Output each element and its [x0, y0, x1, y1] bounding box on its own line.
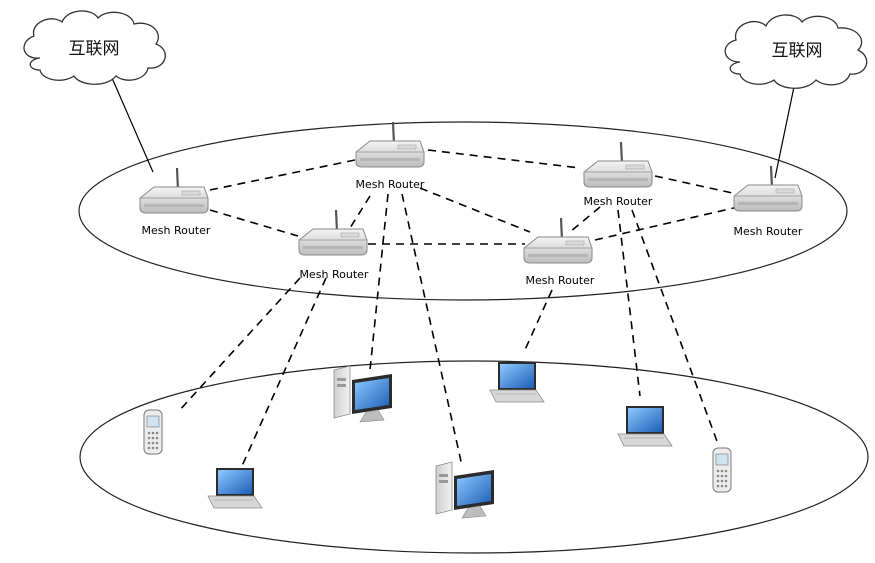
- wireless-router-icon: [582, 140, 654, 189]
- cloud-link-right: [774, 81, 796, 179]
- wireless-router-icon: [297, 208, 369, 257]
- desktop-computer-icon: [333, 365, 393, 423]
- client-link: [617, 209, 641, 397]
- router-layer-ellipse: [78, 121, 848, 301]
- client-phone-right: [712, 447, 732, 493]
- laptop-icon: [617, 405, 673, 447]
- cloud-right: 互联网: [724, 14, 868, 89]
- router-label: Mesh Router: [526, 274, 595, 287]
- cloud-left: 互联网: [23, 10, 166, 85]
- router-label: Mesh Router: [356, 178, 425, 191]
- client-layer-ellipse: [79, 360, 869, 554]
- mesh-link: [419, 187, 531, 233]
- router-label: Mesh Router: [584, 195, 653, 208]
- client-desktop-bottom-center: [435, 461, 495, 519]
- mesh-link: [569, 206, 601, 233]
- mesh-link: [209, 159, 356, 191]
- mesh-router-4: Mesh Router: [732, 164, 804, 238]
- cloud-icon: [23, 10, 166, 85]
- cloud-right-label: 互联网: [772, 41, 823, 61]
- mobile-phone-icon: [143, 409, 163, 455]
- wireless-router-icon: [138, 166, 210, 215]
- router-label: Mesh Router: [734, 225, 803, 238]
- laptop-icon: [207, 467, 263, 509]
- desktop-computer-icon: [435, 461, 495, 519]
- mesh-router-2: Mesh Router: [354, 120, 426, 191]
- client-links: [177, 193, 719, 467]
- wireless-router-icon: [522, 216, 594, 265]
- router-label: Mesh Router: [142, 224, 211, 237]
- client-link: [401, 193, 463, 467]
- mesh-router-1: Mesh Router: [138, 166, 211, 237]
- cloud-left-label: 互联网: [69, 39, 120, 59]
- mesh-link: [594, 206, 739, 241]
- mesh-router-3: Mesh Router: [582, 140, 654, 208]
- client-laptop-bottom-left: [207, 467, 263, 509]
- router-label: Mesh Router: [300, 268, 369, 281]
- client-link: [523, 289, 553, 353]
- mesh-link: [427, 149, 581, 169]
- mobile-phone-icon: [712, 447, 732, 493]
- client-phone-left: [143, 409, 163, 455]
- wireless-router-icon: [354, 120, 426, 169]
- wireless-router-icon: [732, 164, 804, 213]
- mesh-link: [344, 195, 371, 237]
- mesh-links: [209, 149, 739, 245]
- cloud-icon: [724, 14, 868, 89]
- mesh-link: [209, 209, 299, 237]
- client-desktop-center-left: [333, 365, 393, 423]
- mesh-router-5: Mesh Router: [297, 208, 369, 281]
- client-link: [369, 193, 389, 371]
- client-link: [241, 277, 327, 467]
- client-laptop-center: [489, 361, 545, 403]
- laptop-icon: [489, 361, 545, 403]
- client-link: [177, 277, 301, 413]
- client-laptop-right: [617, 405, 673, 447]
- mesh-router-6: Mesh Router: [522, 216, 595, 287]
- cloud-link-left: [111, 77, 154, 173]
- mesh-link: [654, 175, 738, 195]
